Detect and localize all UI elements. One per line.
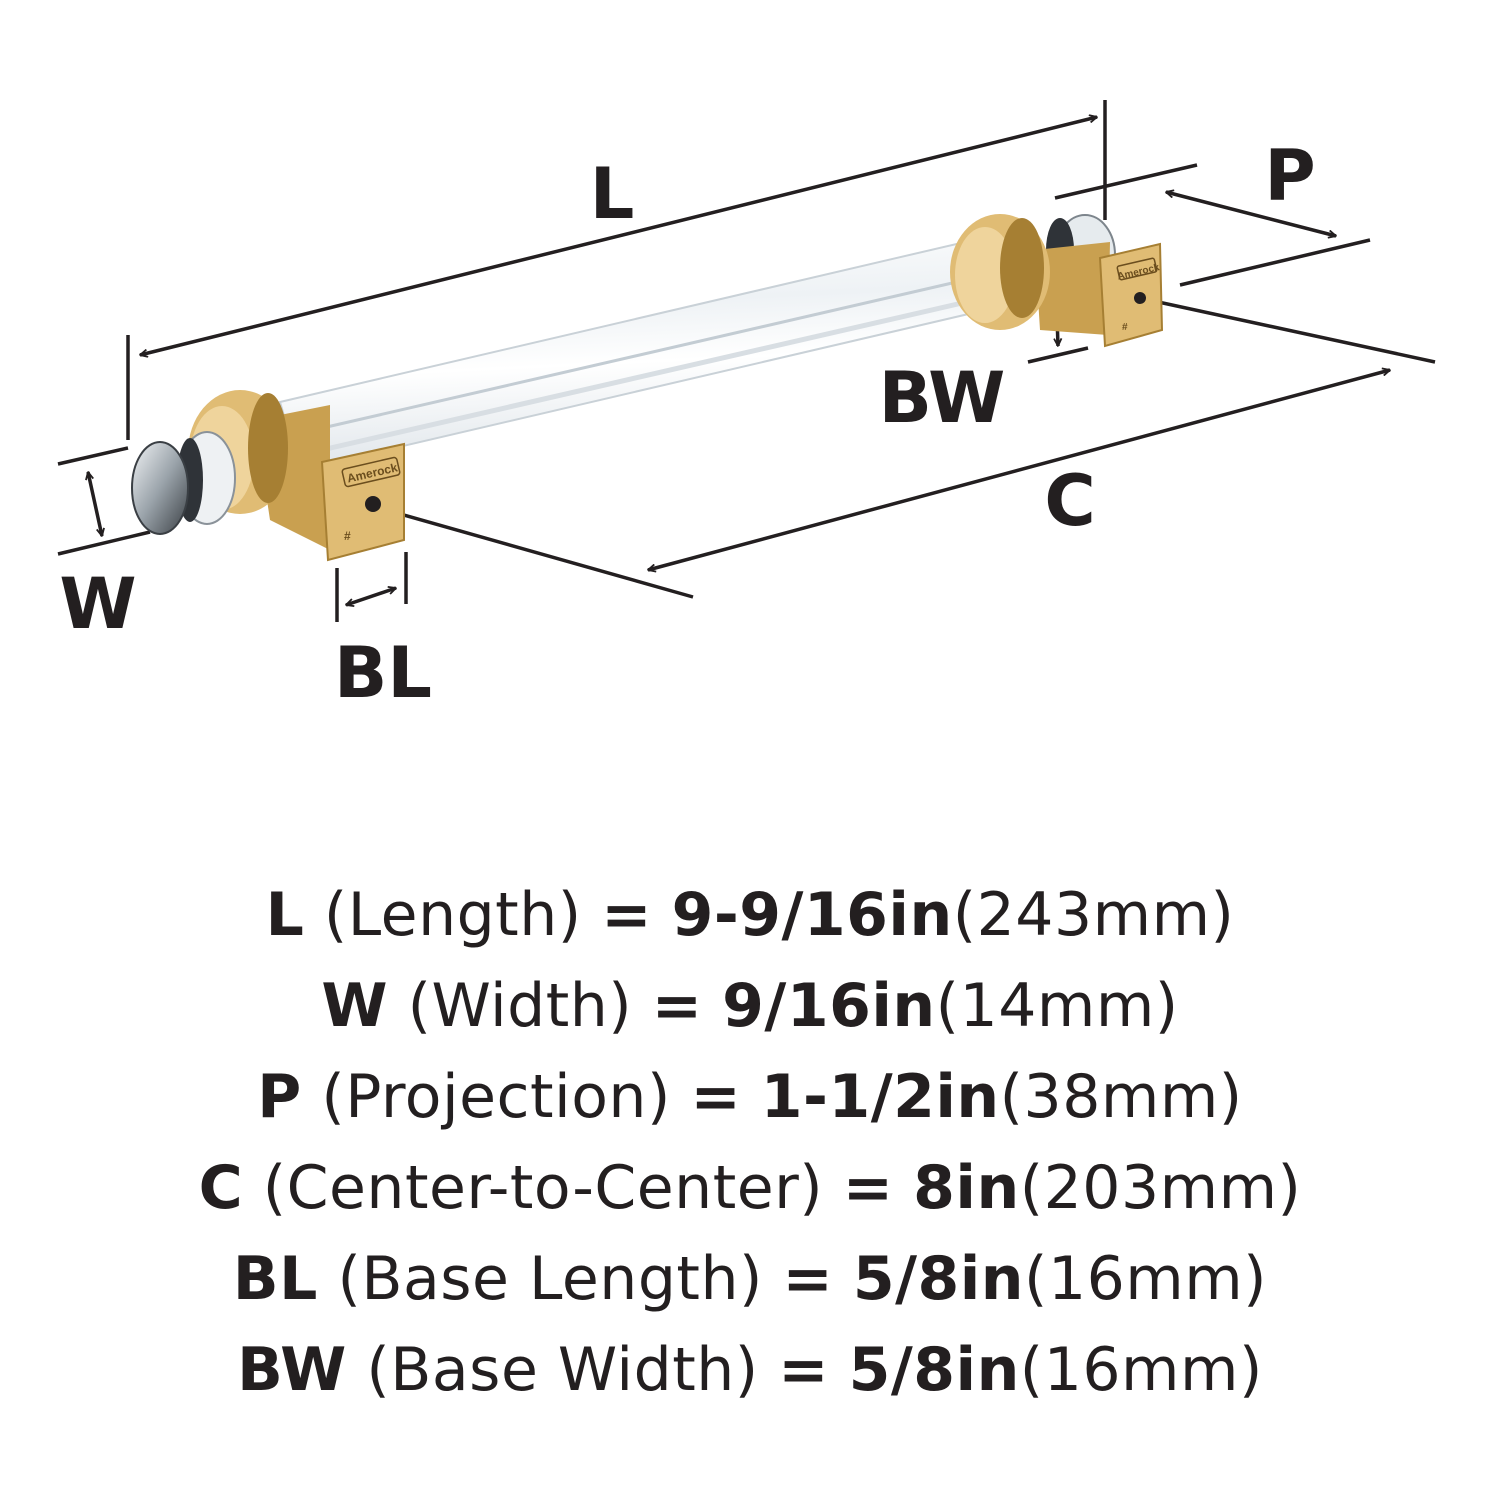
right-base <box>1098 242 1164 348</box>
right-stem <box>1035 242 1110 335</box>
right-brand-plate <box>1116 257 1158 281</box>
spec-row-length: L (Length) = 9-9/16in(243mm) <box>0 870 1500 961</box>
bar-shade <box>299 289 1011 458</box>
spec-metric: (203mm) <box>1019 1153 1302 1223</box>
base-width-label: BW <box>879 357 1006 439</box>
left-brand-plate <box>341 456 401 488</box>
left-base-marking: # <box>344 529 351 543</box>
length-arrow <box>140 117 1097 355</box>
spec-row-projection: P (Projection) = 1-1/2in(38mm) <box>0 1052 1500 1143</box>
spec-equals: = <box>651 971 703 1041</box>
spec-abbr: W <box>321 971 388 1041</box>
spec-description: (Base Length) <box>337 1244 763 1314</box>
projection-label: P <box>1264 135 1315 217</box>
bar-highlight <box>304 270 1001 434</box>
right-screw-hole <box>1134 292 1146 304</box>
spec-row-base-width: BW (Base Width) = 5/8in(16mm) <box>0 1325 1500 1416</box>
specification-list: L (Length) = 9-9/16in(243mm) W (Width) =… <box>0 870 1500 1416</box>
center-to-center-dimension: C <box>371 296 1436 599</box>
width-arrow <box>88 472 102 536</box>
spec-imperial: 5/8in <box>852 1244 1025 1314</box>
width-extension-bottom <box>57 530 151 556</box>
base-length-dimension: BL <box>334 552 432 714</box>
spec-metric: (38mm) <box>999 1062 1243 1132</box>
base-width-extension-bottom <box>1027 346 1089 364</box>
spec-imperial: 5/8in <box>848 1335 1020 1405</box>
right-post: Amerock # <box>950 214 1164 348</box>
spec-abbr: C <box>198 1153 244 1223</box>
spec-imperial: 8in <box>913 1153 1020 1223</box>
right-collar-highlight <box>955 227 1015 323</box>
spec-metric: (14mm) <box>935 971 1179 1041</box>
spec-description: (Base Width) <box>366 1335 759 1405</box>
spec-metric: (16mm) <box>1019 1335 1263 1405</box>
spec-imperial: 9/16in <box>722 971 936 1041</box>
width-dimension: W <box>57 446 151 645</box>
spec-equals: = <box>778 1335 830 1405</box>
cabinet-pull-illustration: Amerock # Amerock # <box>131 214 1164 562</box>
left-post: Amerock # <box>131 390 405 562</box>
spec-row-base-length: BL (Base Length) = 5/8in(16mm) <box>0 1234 1500 1325</box>
width-extension-top <box>57 446 129 466</box>
length-label: L <box>590 153 635 235</box>
spec-abbr: BL <box>232 1244 318 1314</box>
spec-row-width: W (Width) = 9/16in(14mm) <box>0 961 1500 1052</box>
spec-equals: = <box>842 1153 894 1223</box>
projection-extension-top <box>1054 163 1198 200</box>
spec-row-center-to-center: C (Center-to-Center) = 8in(203mm) <box>0 1143 1500 1234</box>
spec-description: (Width) <box>407 971 633 1041</box>
left-end-cap <box>131 441 189 535</box>
right-collar-shadow <box>1000 218 1044 318</box>
spec-imperial: 1-1/2in <box>760 1062 1000 1132</box>
projection-dimension: P <box>1054 135 1371 287</box>
right-base-marking: # <box>1122 322 1128 333</box>
center-arrow <box>648 370 1390 570</box>
spec-equals: = <box>782 1244 834 1314</box>
spec-metric: (16mm) <box>1024 1244 1268 1314</box>
width-label: W <box>59 563 136 645</box>
center-extension-right <box>1139 296 1436 364</box>
base-length-arrow <box>346 588 396 605</box>
spec-description: (Center-to-Center) <box>262 1153 824 1223</box>
left-screw-hole <box>365 496 381 512</box>
pull-dimension-diagram: L P C BW W BL <box>57 100 1436 714</box>
length-dimension: L <box>126 100 1107 440</box>
projection-extension-bottom <box>1179 238 1371 287</box>
spec-abbr: L <box>265 880 305 950</box>
base-length-label: BL <box>334 632 432 714</box>
center-extension-left <box>371 504 694 599</box>
spec-description: (Projection) <box>321 1062 671 1132</box>
spec-equals: = <box>601 880 653 950</box>
spec-description: (Length) <box>323 880 582 950</box>
left-collar-shadow <box>248 393 288 503</box>
spec-imperial: 9-9/16in <box>671 880 953 950</box>
spec-abbr: BW <box>237 1335 347 1405</box>
projection-arrow <box>1166 192 1336 236</box>
spec-metric: (243mm) <box>952 880 1235 950</box>
spec-equals: = <box>690 1062 742 1132</box>
spec-abbr: P <box>257 1062 302 1132</box>
center-label: C <box>1044 460 1095 542</box>
